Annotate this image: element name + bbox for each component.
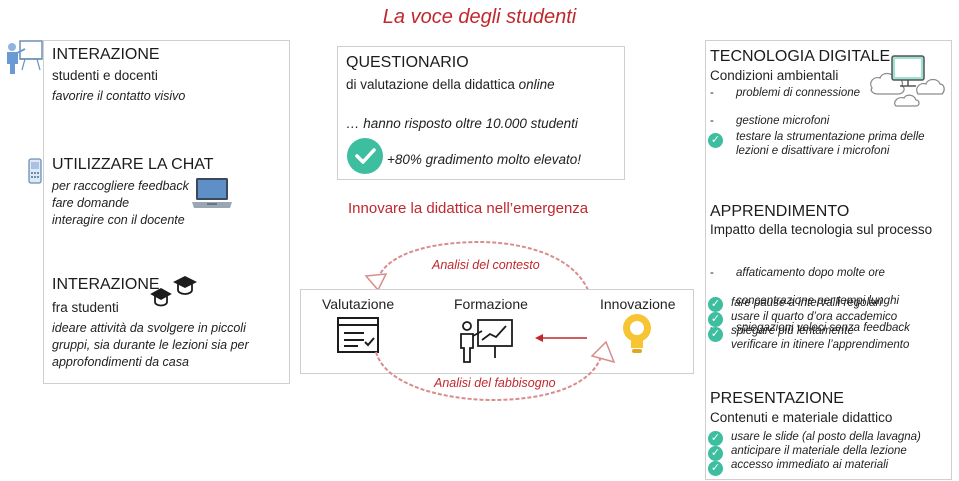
- tech-item-2: gestione microfoni: [710, 115, 959, 129]
- page-title: La voce degli studenti: [382, 6, 577, 28]
- learn-tip-check-icon-2: ✓: [708, 312, 723, 327]
- top-arrow-label: Analisi del contesto: [432, 258, 540, 272]
- bottom-cycle-arrow: [375, 340, 616, 402]
- flow-arrow-left-icon: [535, 334, 587, 342]
- tech-item-1: problemi di connessione: [710, 87, 959, 101]
- survey-line-1-italic: online: [518, 77, 555, 92]
- interaction-line: favorire il contatto visivo: [52, 89, 186, 103]
- pres-tip-check-icon-1: ✓: [708, 431, 723, 446]
- pres-sub: Contenuti e materiale didattico: [710, 410, 893, 425]
- pres-tip-1: usare le slide (al posto della lavagna): [731, 431, 921, 443]
- survey-line-3: +80% gradimento molto elevato!: [387, 152, 581, 167]
- tech-sub: Condizioni ambientali: [710, 68, 839, 83]
- pres-tip-check-icon-3: ✓: [708, 461, 723, 476]
- training-presenter-icon: [460, 319, 513, 363]
- pres-tip-2: anticipare il materiale della lezione: [731, 445, 907, 457]
- peer-line-2: gruppi, sia durante le lezioni sia per: [52, 338, 249, 352]
- learn-heading: APPRENDIMENTO: [710, 203, 850, 220]
- pres-tip-3: accesso immediato ai materiali: [731, 459, 889, 471]
- learn-tip-4: verificare in itinere l’apprendimento: [731, 339, 910, 351]
- right-panel: [705, 40, 952, 480]
- peer-line-3: approfondimenti da casa: [52, 355, 189, 369]
- step-formazione: Formazione: [454, 296, 528, 312]
- survey-heading: QUESTIONARIO: [346, 54, 469, 71]
- interaction-sub: studenti e docenti: [52, 68, 158, 83]
- bottom-arrow-label: Analisi del fabbisogno: [434, 376, 556, 390]
- evaluation-form-icon: [337, 317, 379, 353]
- pres-tip-check-icon-2: ✓: [708, 446, 723, 461]
- chat-line-1: per raccogliere feedback: [52, 179, 189, 193]
- presenter-board-icon: [7, 40, 43, 74]
- tech-tip-check-icon: ✓: [708, 133, 723, 148]
- interaction-heading: INTERAZIONE: [52, 46, 160, 63]
- chat-line-3: interagire con il docente: [52, 213, 185, 227]
- center-subtitle: Innovare la didattica nell’emergenza: [348, 200, 589, 217]
- laptop-icon: [192, 178, 232, 208]
- survey-line-1-text: di valutazione della didattica: [346, 77, 515, 92]
- learn-tip-2: usare il quarto d’ora accademico: [731, 311, 898, 323]
- survey-box: [337, 46, 625, 180]
- step-valutazione: Valutazione: [322, 296, 395, 312]
- peer-interaction-heading: INTERAZIONE: [52, 276, 160, 293]
- tech-tip-1: testare la strumentazione prima delle: [736, 131, 925, 143]
- learn-sub: Impatto della tecnologia sul processo: [710, 222, 933, 237]
- learn-tip-1: fare pause a intervalli regolari: [731, 297, 882, 309]
- peer-interaction-sub: fra studenti: [52, 300, 119, 315]
- tech-heading: TECNOLOGIA DIGITALE: [710, 48, 891, 65]
- light-bulb-icon: [623, 314, 651, 353]
- chat-heading: UTILIZZARE LA CHAT: [52, 156, 214, 173]
- graduation-cap-icon: [150, 275, 197, 307]
- tech-tip-2: lezioni e disattivare i microfoni: [736, 145, 890, 157]
- peer-line-1: ideare attività da svolgere in piccoli: [52, 321, 246, 335]
- learn-tip-check-icon-1: ✓: [708, 297, 723, 312]
- survey-line-2: … hanno risposto oltre 10.000 studenti: [346, 116, 578, 131]
- mobile-phone-icon: [28, 158, 42, 184]
- survey-check-icon: [347, 138, 383, 174]
- step-innovazione: Innovazione: [600, 296, 676, 312]
- survey-line-1: di valutazione della didattica online: [346, 77, 555, 92]
- learn-item-1: affaticamento dopo molte ore: [710, 267, 959, 281]
- cloud-computer-icon: [870, 55, 945, 107]
- pres-heading: PRESENTAZIONE: [710, 390, 844, 407]
- learn-tip-3: spiegare più lentamente: [731, 325, 854, 337]
- chat-line-2: fare domande: [52, 196, 130, 210]
- top-cycle-arrow: [364, 240, 589, 292]
- learn-tip-check-icon-3: ✓: [708, 327, 723, 342]
- left-panel: [43, 40, 290, 384]
